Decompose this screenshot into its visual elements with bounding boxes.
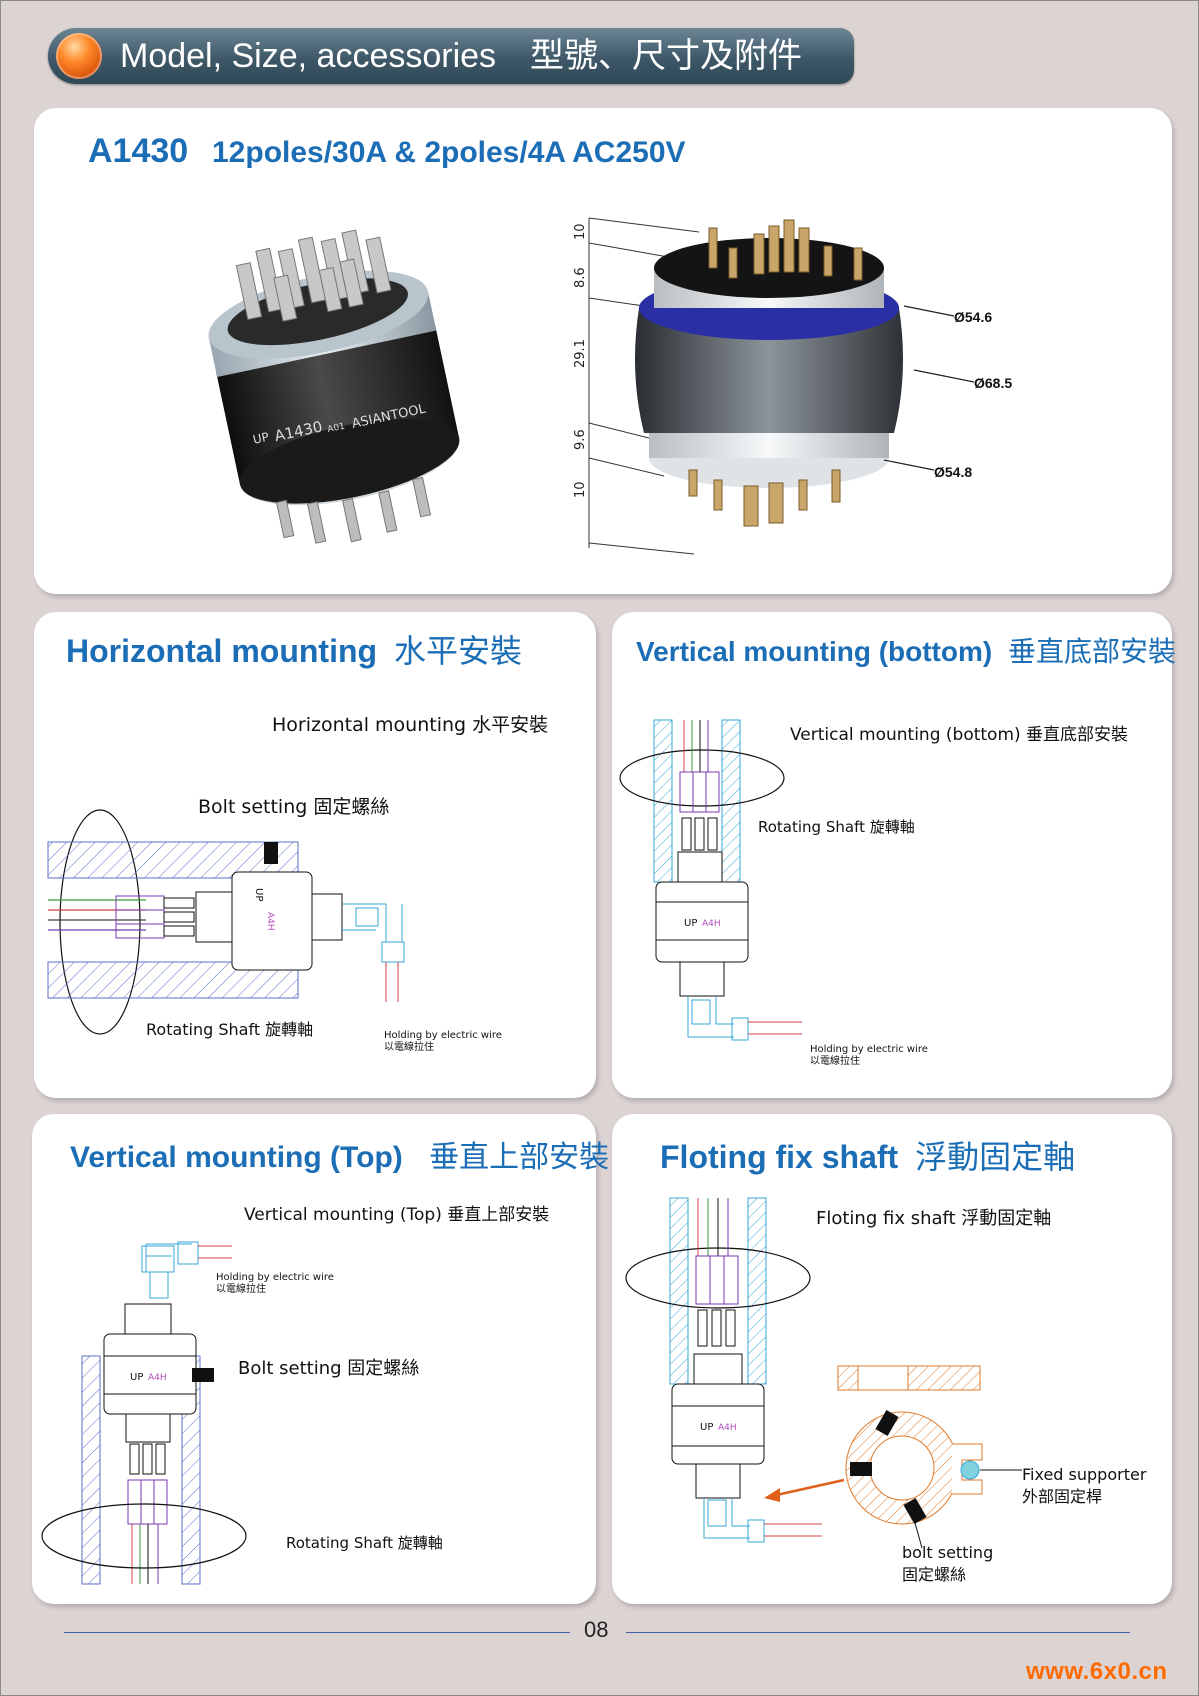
section-header: Model, Size, accessories 型號、尺寸及附件 [48, 28, 854, 84]
photo-mark-code: A01 [327, 422, 346, 435]
vertical-bottom-panel: Vertical mounting (bottom) 垂直底部安裝 Vertic… [612, 612, 1176, 1098]
floating-heading: Floting fix shaft 浮動固定軸 [660, 1139, 1076, 1175]
orange-orb-icon [56, 33, 102, 79]
svg-text:UP: UP [684, 918, 697, 929]
dim-d3: Ø54.8 [934, 464, 972, 480]
vertical-bottom-diagram: UP A4H [619, 719, 802, 1041]
model-spec: 12poles/30A & 2poles/4A AC250V [212, 136, 686, 169]
model-number: A1430 [88, 132, 189, 170]
horizontal-shaft-label: Rotating Shaft 旋轉軸 [146, 1020, 314, 1039]
horizontal-mounting-panel: Horizontal mounting 水平安裝 Horizontal moun… [34, 612, 596, 1098]
vertical-top-diagram: UP A4H [41, 1241, 247, 1585]
photo-mark-up: UP [252, 430, 271, 447]
vertical-bottom-wire-label: Holding by electric wire 以電線拉住 [810, 1044, 928, 1067]
svg-text:A4H: A4H [702, 919, 721, 929]
vertical-top-caption: Vertical mounting (Top) 垂直上部安裝 [244, 1205, 550, 1225]
vertical-bottom-heading: Vertical mounting (bottom) 垂直底部安裝 [636, 636, 1177, 667]
product-panel: A1430 12poles/30A & 2poles/4A AC250V [34, 108, 1172, 594]
page-number: 08 [584, 1617, 609, 1642]
horizontal-heading: Horizontal mounting 水平安裝 [66, 633, 522, 669]
dim-d1: Ø54.6 [954, 309, 992, 325]
floating-diagram: UP A4H [625, 1197, 1022, 1549]
dim-h1: 10 [573, 223, 588, 240]
svg-text:A4H: A4H [148, 1373, 167, 1383]
vertical-top-heading: Vertical mounting (Top) 垂直上部安裝 [70, 1141, 610, 1174]
svg-text:UP: UP [700, 1422, 713, 1433]
floating-bolt-label: bolt setting 固定螺絲 [902, 1543, 994, 1584]
svg-text:A4H: A4H [265, 912, 275, 931]
section-title: Model, Size, accessories 型號、尺寸及附件 [120, 37, 803, 75]
dim-d2: Ø68.5 [974, 375, 1012, 391]
footer-line-right [626, 1632, 1130, 1633]
vertical-top-shaft-label: Rotating Shaft 旋轉軸 [286, 1534, 443, 1552]
vertical-top-bolt-label: Bolt setting 固定螺絲 [238, 1358, 420, 1379]
vertical-top-wire-label: Holding by electric wire 以電線拉住 [216, 1272, 334, 1295]
brand-watermark: www.6x0.cn [1026, 1658, 1168, 1685]
dim-h3: 29.1 [573, 339, 588, 368]
dim-h4: 9.6 [573, 429, 588, 450]
vertical-bottom-shaft-label: Rotating Shaft 旋轉軸 [758, 818, 915, 836]
dim-h2: 8.6 [573, 267, 588, 288]
vertical-bottom-caption: Vertical mounting (bottom) 垂直底部安裝 [790, 725, 1129, 745]
horizontal-diagram: UP A4H [47, 809, 405, 1035]
floating-caption: Floting fix shaft 浮動固定軸 [816, 1208, 1052, 1229]
dim-h5: 10 [573, 481, 588, 498]
vertical-top-panel: Vertical mounting (Top) 垂直上部安裝 Vertical … [32, 1114, 609, 1604]
dimension-drawing: 10 8.6 29.1 9.6 10 Ø54.6 Ø68.5 [573, 217, 1012, 555]
footer-line-left [64, 1632, 570, 1633]
svg-text:UP: UP [253, 888, 264, 901]
floating-supporter-label: Fixed supporter 外部固定桿 [1022, 1465, 1147, 1506]
horizontal-wire-label: Holding by electric wire 以電線拉住 [384, 1030, 502, 1053]
horizontal-caption: Horizontal mounting 水平安裝 [272, 714, 549, 736]
svg-text:A4H: A4H [718, 1423, 737, 1433]
svg-text:UP: UP [130, 1372, 143, 1383]
floating-shaft-panel: Floting fix shaft 浮動固定軸 Floting fix shaf… [612, 1114, 1172, 1604]
product-photo: UP A1430 A01 ASIANTOOL [208, 229, 460, 544]
horizontal-bolt-label: Bolt setting 固定螺絲 [198, 796, 390, 818]
